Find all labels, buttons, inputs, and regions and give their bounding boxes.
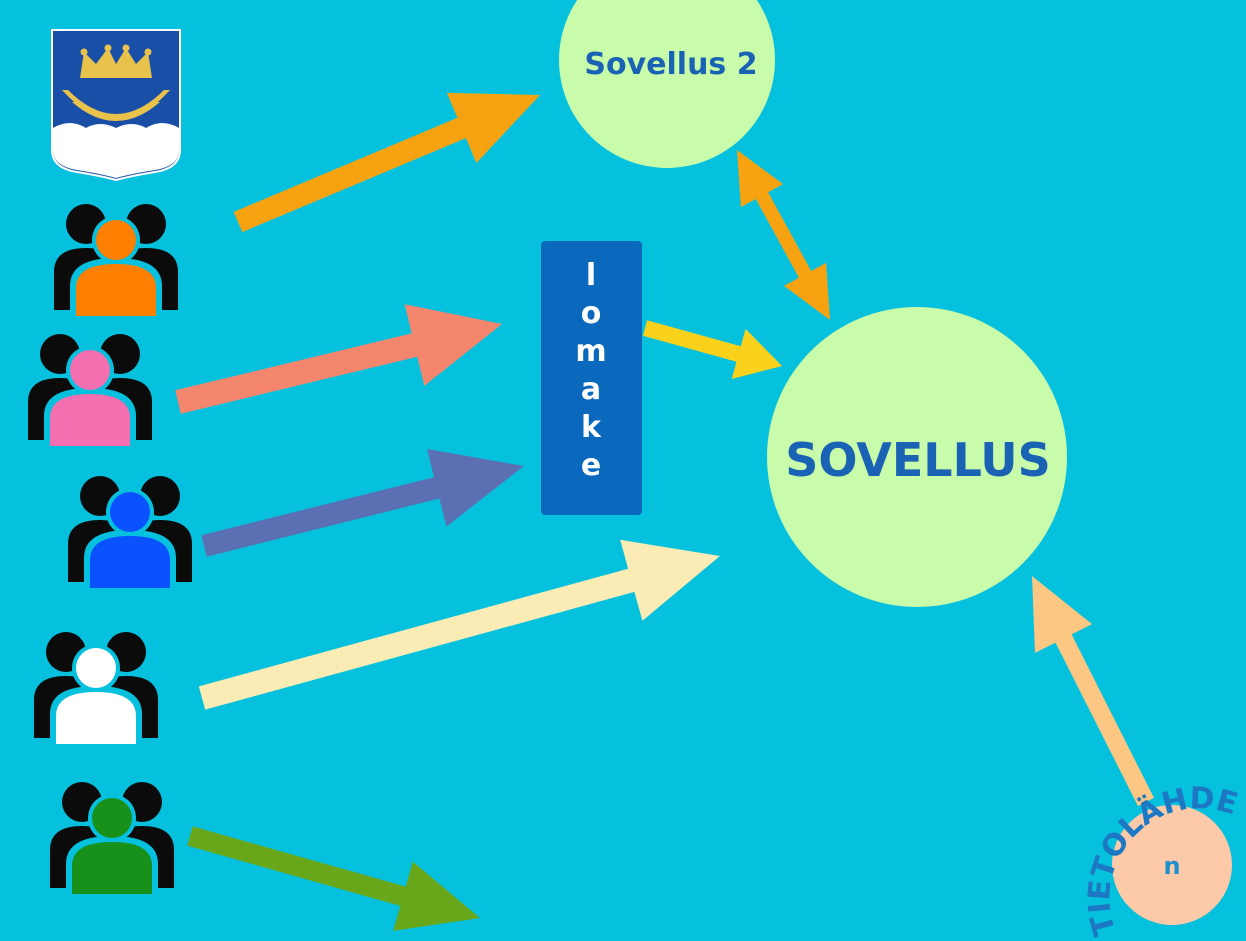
lomake-box [541, 241, 642, 515]
user-group-pink [28, 334, 152, 446]
lomake-letter: e [581, 448, 601, 483]
user-group-orange [54, 204, 178, 316]
node-sovellus-2: Sovellus 2 [559, 0, 775, 168]
sovellus-label: SOVELLUS [785, 433, 1051, 487]
helsinki-coat-of-arms-logo [51, 29, 181, 182]
arrow-white-group-to-sovellus [198, 539, 721, 710]
node-sovellus: SOVELLUS [767, 307, 1067, 607]
lomake-letter: m [575, 334, 606, 369]
tietolahde-circle [1112, 805, 1232, 925]
lomake-letter: k [581, 410, 602, 445]
user-group-green [50, 782, 174, 894]
lomake-letter: l [586, 258, 596, 293]
arrow-orange-group-to-sovellus-2 [233, 92, 540, 233]
sovellus-2-circle [559, 0, 775, 168]
arrow-lomake-to-sovellus [642, 320, 782, 379]
sovellus-2-label: Sovellus 2 [584, 47, 757, 82]
arrow-pink-group-to-lomake [175, 304, 502, 414]
arrow-sovellus-2-to-sovellus [737, 150, 830, 320]
sovellus-circle [767, 307, 1067, 607]
user-group-white [34, 632, 158, 744]
arrow-blue-group-to-lomake [201, 449, 525, 557]
arrow-tietolahde-to-sovellus [1032, 576, 1154, 807]
user-group-blue [68, 476, 192, 588]
tietolahde-node-label: n [1163, 852, 1180, 880]
lomake-letter: a [581, 372, 601, 407]
arrows-layer [175, 92, 1154, 931]
lomake-letter: o [581, 296, 602, 331]
arrow-green-group-outgoing [187, 826, 481, 931]
